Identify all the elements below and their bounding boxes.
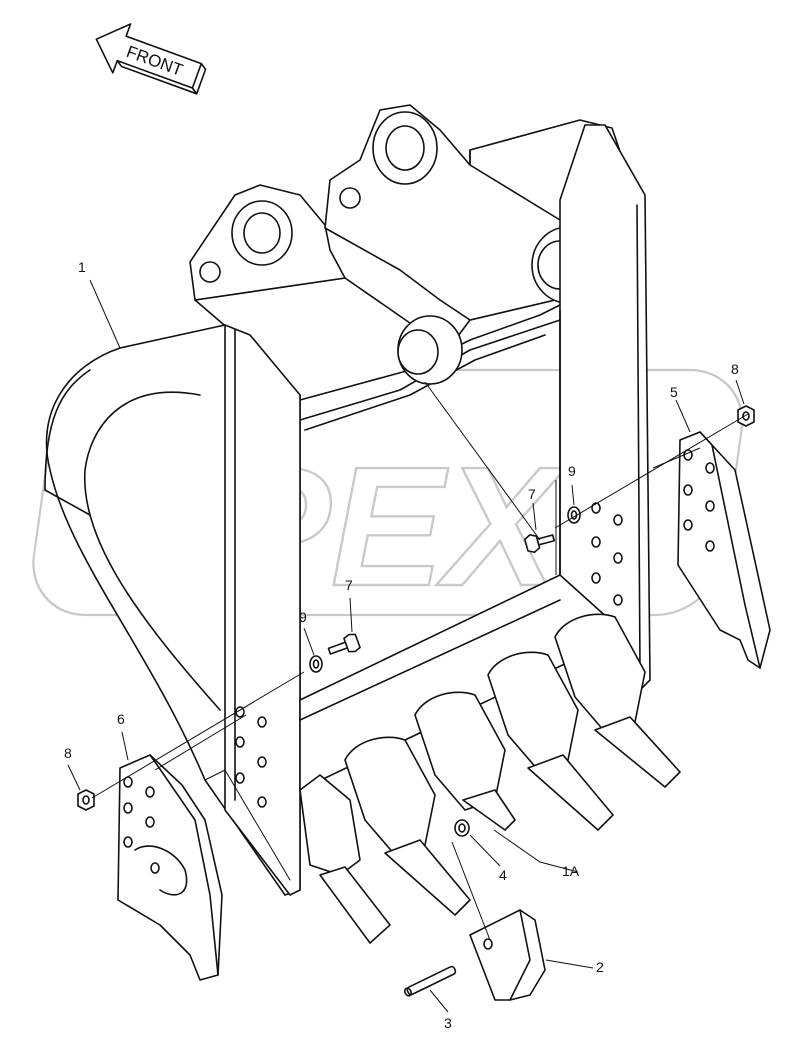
- callout-1: 1: [78, 259, 86, 275]
- callouts: 1 1A 2 3 4 5 6 7 7 8 8 9 9: [64, 259, 739, 1031]
- washer: [309, 655, 323, 673]
- bolt-holes-left: [235, 706, 267, 808]
- pin-boss-upper-right: [372, 111, 438, 185]
- bolt-holes-right: [591, 502, 623, 606]
- adapter-tooth: [344, 736, 471, 916]
- side-cutter-left: [117, 754, 223, 981]
- callout-1a: 1A: [562, 863, 580, 879]
- callout-9-left: 9: [299, 609, 307, 625]
- callout-8-right: 8: [731, 361, 739, 377]
- tooth-point: [469, 909, 546, 1001]
- callout-2: 2: [596, 959, 604, 975]
- lock-washer: [454, 819, 470, 837]
- callout-5: 5: [670, 384, 678, 400]
- side-cutter-right: [677, 431, 771, 669]
- adapter-tooth: [487, 651, 614, 831]
- adapter-tooth: [554, 613, 681, 788]
- pin-boss-lower-left: [397, 315, 463, 385]
- callout-7-right: 7: [528, 486, 536, 502]
- callout-9-right: 9: [568, 463, 576, 479]
- nut: [737, 405, 755, 427]
- pin-boss-upper-left: [231, 200, 293, 266]
- washer: [567, 506, 581, 524]
- leader-lines: [67, 279, 749, 1013]
- front-arrow: FRONT: [95, 23, 207, 95]
- pin: [403, 965, 457, 997]
- bolt: [327, 633, 361, 655]
- bolt: [524, 534, 556, 554]
- callout-3: 3: [444, 1015, 452, 1031]
- adapter-row: [299, 613, 681, 944]
- callout-6: 6: [117, 711, 125, 727]
- callout-4: 4: [499, 867, 507, 883]
- adapter-tooth: [414, 691, 516, 831]
- callout-7-left: 7: [345, 577, 353, 593]
- bucket-body: [44, 104, 651, 896]
- callout-8-left: 8: [64, 745, 72, 761]
- nut: [77, 789, 95, 811]
- adapter-tooth: [299, 774, 391, 944]
